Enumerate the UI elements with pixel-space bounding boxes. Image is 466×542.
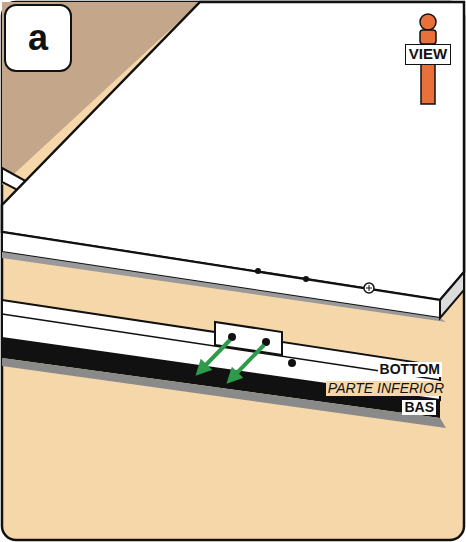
rail-shadow — [2, 358, 446, 428]
hole — [288, 359, 296, 367]
bracket-tab — [215, 322, 282, 355]
rail-strip — [2, 338, 440, 418]
view-label: VIEW — [405, 44, 451, 65]
panel-edge — [2, 232, 440, 318]
view-icon-head — [420, 14, 436, 30]
direction-label: PARTE INFERIOR — [326, 381, 446, 396]
green-arrow — [232, 345, 264, 378]
direction-label: BAS — [402, 400, 436, 415]
view-icon-body — [420, 30, 436, 44]
screw — [364, 283, 374, 293]
screw-slot — [366, 285, 372, 291]
green-arrow — [201, 340, 230, 370]
direction-label: BOTTOM — [378, 362, 442, 377]
step-box: a — [4, 4, 72, 72]
panel-side — [440, 272, 464, 318]
hole — [303, 276, 309, 282]
view-icon-bar — [421, 60, 435, 104]
hole — [255, 268, 261, 274]
step-letter: a — [28, 20, 48, 56]
